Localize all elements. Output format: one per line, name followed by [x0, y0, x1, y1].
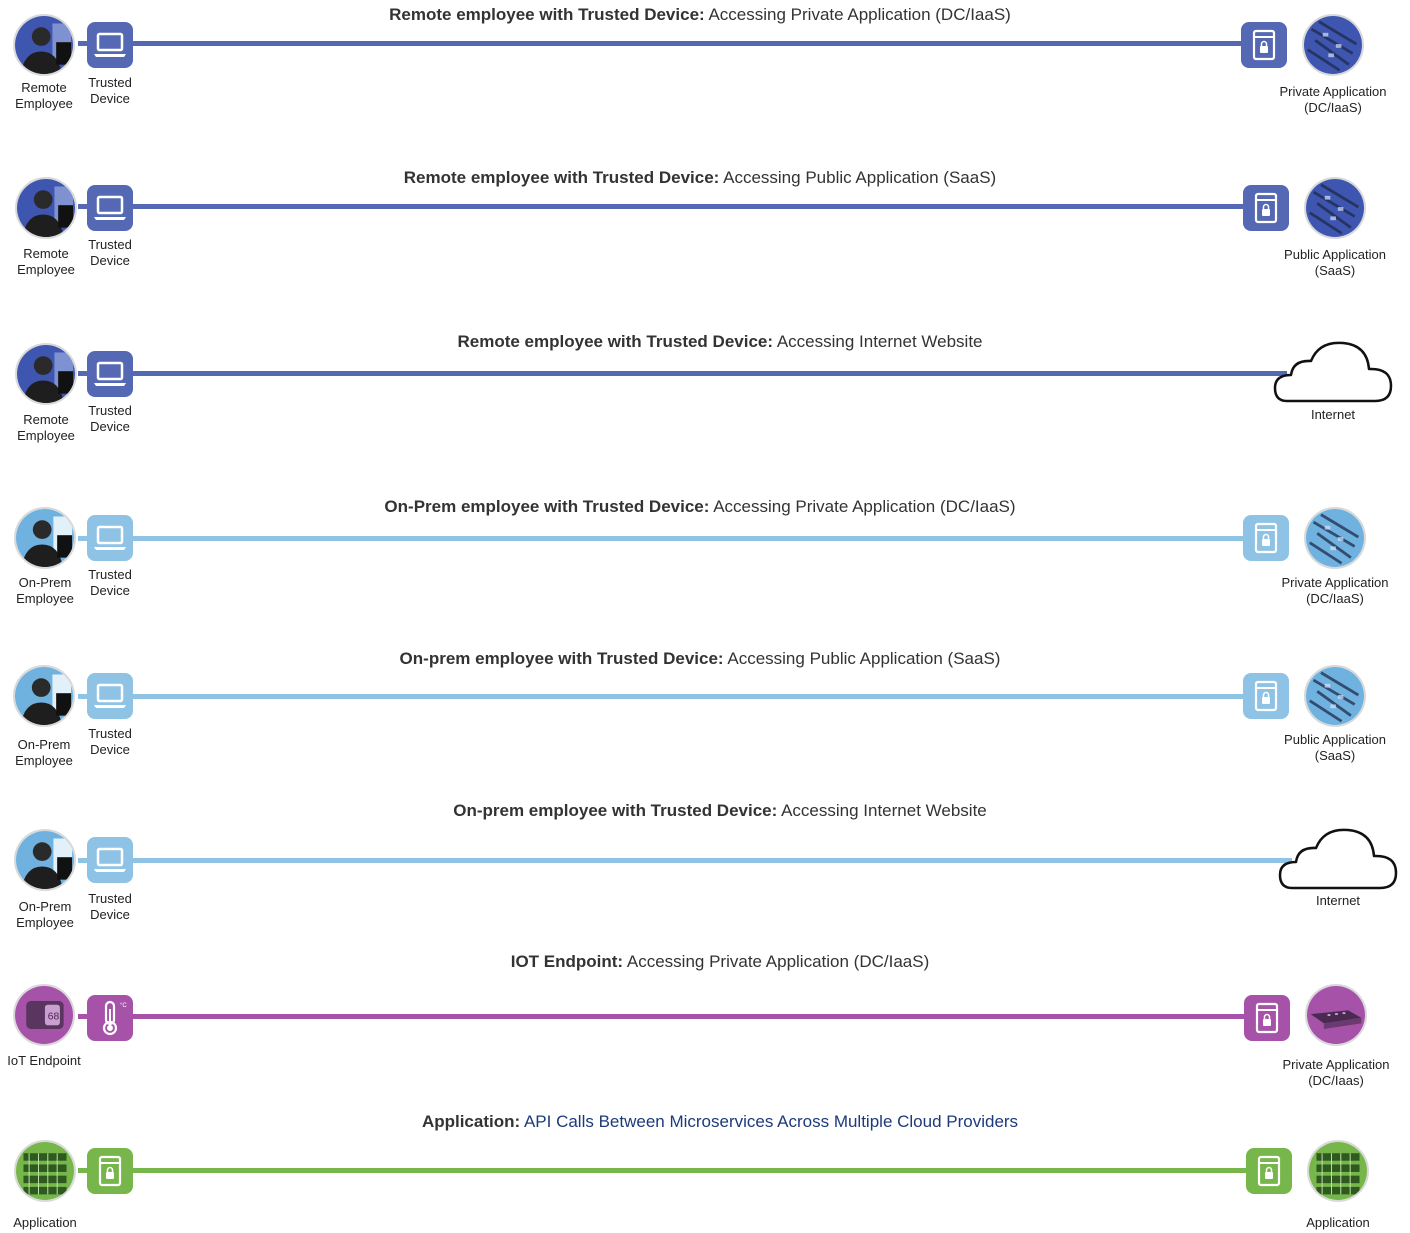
row-title: Remote employee with Trusted Device: Acc…	[0, 168, 1405, 188]
source-label: IoT Endpoint	[7, 1053, 81, 1068]
row-title-bold: Remote employee with Trusted Device:	[457, 332, 774, 351]
row-title-bold: Remote employee with Trusted Device:	[389, 5, 705, 24]
svg-text:°C: °C	[120, 1003, 127, 1009]
thermostat-photo-icon: 68	[13, 984, 75, 1046]
remote-employee-photo-icon	[13, 14, 75, 76]
device-label: Trusted Device	[88, 403, 132, 434]
secure-server-icon	[1246, 1148, 1292, 1194]
row-title-rest: Accessing Internet Website	[777, 801, 987, 820]
remote-employee-photo-icon	[15, 343, 77, 405]
connection-line	[78, 694, 1279, 699]
connection-line	[78, 41, 1277, 46]
connection-line	[78, 371, 1287, 376]
row-title-bold: On-Prem employee with Trusted Device:	[384, 497, 710, 516]
secure-server-icon	[1243, 673, 1289, 719]
on-prem-employee-photo-icon	[14, 829, 76, 891]
target-label: Private Application (DC/Iaas)	[1282, 1057, 1390, 1088]
remote-employee-photo-icon	[15, 177, 77, 239]
device-label: Trusted Device	[88, 75, 132, 106]
target-label: Application	[1306, 1215, 1370, 1230]
row-title: Application: API Calls Between Microserv…	[15, 1112, 1410, 1132]
device-label: Trusted Device	[88, 891, 132, 922]
secure-server-icon	[1244, 995, 1290, 1041]
row-title-rest: Accessing Public Application (SaaS)	[719, 168, 997, 187]
target-label: Internet	[1310, 407, 1356, 422]
row-title: On-prem employee with Trusted Device: Ac…	[15, 801, 1410, 821]
row-title-bold: IOT Endpoint:	[510, 952, 624, 971]
laptop-icon	[87, 185, 133, 231]
row-title-bold: Application:	[421, 1112, 521, 1131]
connection-line	[78, 858, 1292, 863]
secure-server-icon	[1243, 515, 1289, 561]
thermometer-icon: °C	[87, 995, 133, 1041]
row-title: Remote employee with Trusted Device: Acc…	[15, 332, 1410, 352]
laptop-icon	[87, 351, 133, 397]
row-title: IOT Endpoint: Accessing Private Applicat…	[15, 952, 1410, 972]
private-application-icon	[1304, 507, 1366, 569]
private-application-icon	[1305, 984, 1367, 1046]
row-title-rest: Accessing Public Application (SaaS)	[723, 649, 1001, 668]
row-title-rest: Accessing Private Application (DC/IaaS)	[709, 497, 1016, 516]
public-application-icon	[1304, 665, 1366, 727]
connection-line	[78, 1014, 1280, 1019]
source-label: On-Prem Employee	[16, 899, 74, 930]
target-label: Public Application (SaaS)	[1284, 732, 1386, 763]
laptop-icon	[87, 673, 133, 719]
target-label: Private Application (DC/IaaS)	[1281, 575, 1389, 606]
application-server-icon	[14, 1140, 76, 1202]
row-title-rest: Accessing Private Application (DC/IaaS)	[704, 5, 1011, 24]
private-application-icon	[1302, 14, 1364, 76]
on-prem-employee-photo-icon	[13, 665, 75, 727]
row-title-bold: On-prem employee with Trusted Device:	[399, 649, 724, 668]
cloud-icon	[1273, 339, 1393, 405]
row-title-bold: Remote employee with Trusted Device:	[403, 168, 720, 187]
secure-server-icon	[1241, 22, 1287, 68]
connection-line	[78, 1168, 1282, 1173]
row-title: On-Prem employee with Trusted Device: Ac…	[0, 497, 1405, 517]
cloud-icon	[1278, 826, 1398, 892]
device-label: Trusted Device	[88, 726, 132, 757]
source-label: Remote Employee	[17, 412, 75, 443]
source-label: Application	[13, 1215, 77, 1230]
svg-text:68: 68	[48, 1012, 60, 1023]
source-label: Remote Employee	[15, 80, 73, 111]
row-title: On-prem employee with Trusted Device: Ac…	[0, 649, 1405, 669]
row-title-bold: On-prem employee with Trusted Device:	[453, 801, 778, 820]
row-title-rest: API Calls Between Microservices Across M…	[520, 1112, 1019, 1131]
laptop-icon	[87, 22, 133, 68]
source-label: On-Prem Employee	[15, 737, 73, 768]
device-label: Trusted Device	[88, 237, 132, 268]
row-title: Remote employee with Trusted Device: Acc…	[0, 5, 1405, 25]
connection-line	[78, 204, 1279, 209]
source-label: On-Prem Employee	[16, 575, 74, 606]
secure-server-icon	[1243, 185, 1289, 231]
connection-line	[78, 536, 1279, 541]
laptop-icon	[87, 837, 133, 883]
application-server-icon	[1307, 1140, 1369, 1202]
secure-server-icon	[87, 1148, 133, 1194]
target-label: Public Application (SaaS)	[1284, 247, 1386, 278]
public-application-icon	[1304, 177, 1366, 239]
row-title-rest: Accessing Private Application (DC/IaaS)	[623, 952, 930, 971]
laptop-icon	[87, 515, 133, 561]
target-label: Private Application (DC/IaaS)	[1279, 84, 1387, 115]
target-label: Internet	[1315, 893, 1361, 908]
on-prem-employee-photo-icon	[14, 507, 76, 569]
source-label: Remote Employee	[17, 246, 75, 277]
row-title-rest: Accessing Internet Website	[773, 332, 983, 351]
device-label: Trusted Device	[88, 567, 132, 598]
